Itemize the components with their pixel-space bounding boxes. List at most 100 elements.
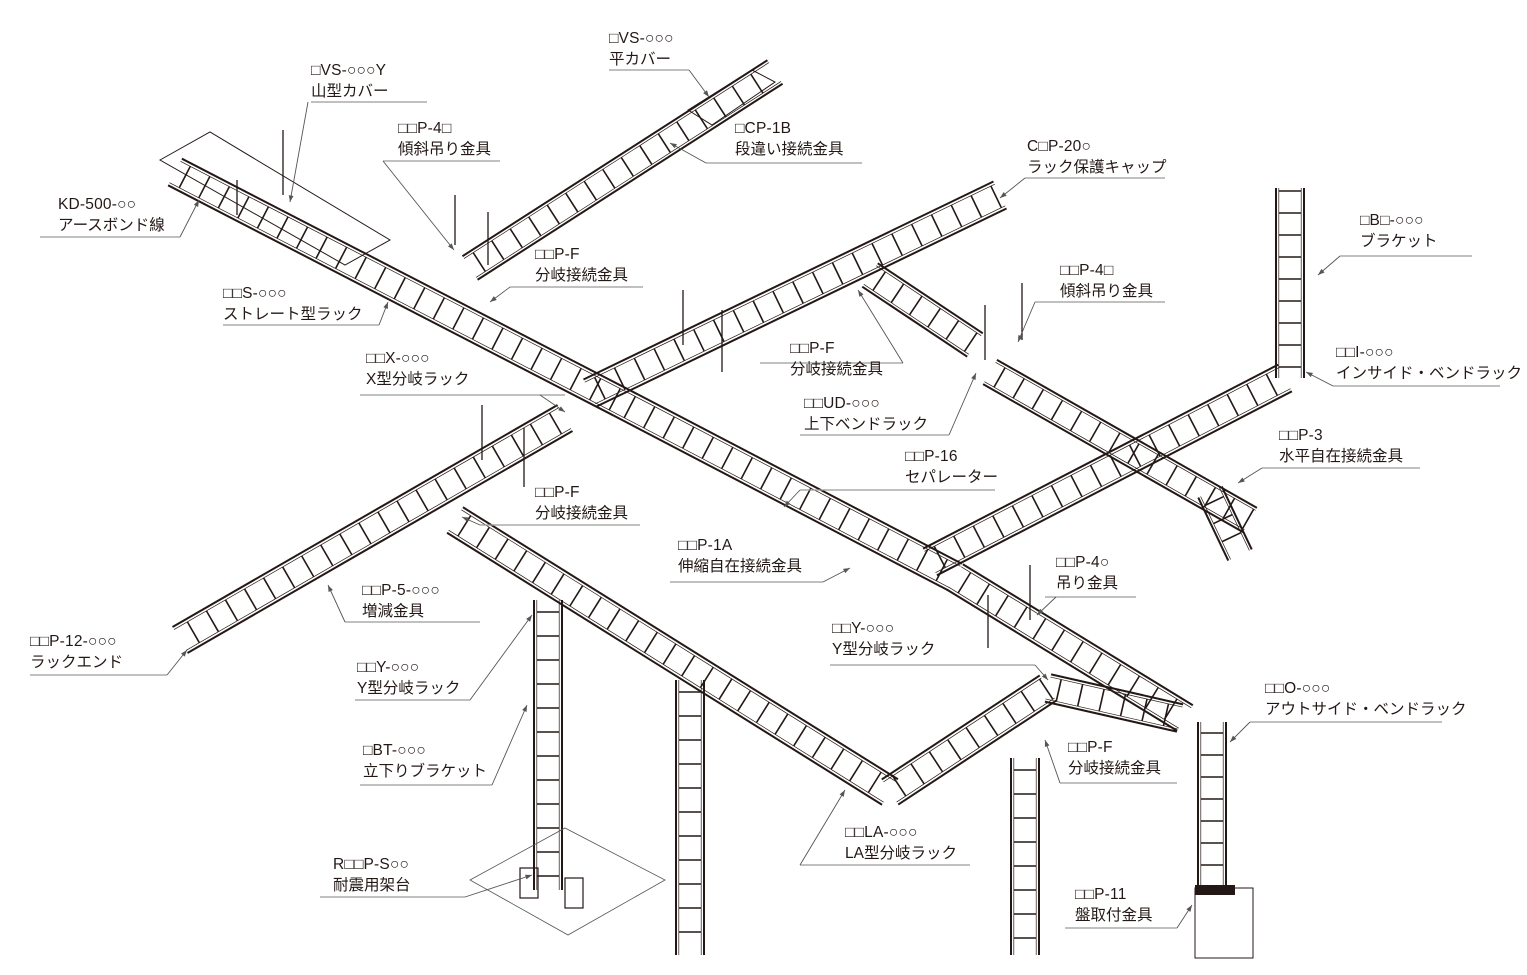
straight-cover — [158, 131, 391, 266]
rung — [1109, 454, 1122, 477]
base-foot-right — [564, 877, 584, 909]
rung — [737, 690, 752, 712]
rail-inner — [881, 674, 1041, 781]
rung — [676, 121, 690, 142]
part-code: □□Y-○○○ — [832, 620, 895, 637]
rung — [186, 621, 201, 644]
callout-label: □VS-○○○平カバー — [609, 28, 674, 70]
rung — [657, 133, 672, 153]
rung — [1055, 679, 1062, 702]
rung — [681, 655, 696, 677]
rung — [933, 545, 946, 568]
rung — [224, 599, 239, 622]
rung — [772, 290, 785, 314]
arrowhead-icon — [1018, 335, 1023, 342]
rung — [653, 348, 666, 371]
rung — [531, 561, 546, 584]
part-name: 伸縮自在接続金具 — [678, 558, 803, 575]
panel-box — [1194, 887, 1254, 959]
rung — [713, 97, 727, 118]
rung — [281, 566, 296, 589]
rung — [793, 725, 808, 747]
part-code: □□P-F — [1068, 739, 1113, 756]
rung — [178, 166, 191, 189]
part-code: □□UD-○○○ — [804, 395, 880, 412]
rung — [243, 588, 258, 611]
rung — [256, 206, 270, 229]
rung — [927, 307, 941, 328]
arrowhead-icon — [858, 290, 864, 297]
straight-rack-lower-left — [172, 404, 573, 654]
arrowhead-icon — [328, 585, 333, 592]
rail-inner-edge — [625, 391, 961, 567]
base-foot-left — [519, 867, 539, 899]
leader-line — [669, 142, 707, 164]
part-code: □□P-F — [535, 246, 580, 263]
rung — [320, 544, 334, 567]
rung — [1076, 684, 1084, 707]
part-name: ラック保護キャップ — [1027, 159, 1167, 176]
la-branch-rack — [881, 674, 1057, 806]
rung — [983, 715, 999, 736]
rung — [602, 168, 616, 189]
arrowhead-icon — [784, 500, 791, 507]
rung — [606, 608, 621, 630]
rung — [548, 412, 563, 435]
rail-outer — [982, 383, 1244, 534]
rail-inner — [583, 180, 994, 381]
rung — [623, 396, 637, 419]
part-code: □□P-F — [535, 484, 580, 501]
rail-outer — [1044, 700, 1178, 733]
callout-label: □BT-○○○立下りブラケット — [363, 740, 487, 782]
rung — [891, 775, 907, 797]
rung — [1070, 475, 1083, 498]
part-code: □□I-○○○ — [1336, 344, 1394, 361]
rung — [1128, 444, 1142, 467]
part-code: □VS-○○○ — [609, 30, 674, 47]
fixtures — [158, 69, 1254, 959]
rung — [608, 388, 621, 411]
rung — [633, 357, 646, 381]
rung — [583, 180, 598, 201]
rung — [662, 416, 676, 439]
arrowhead-icon — [181, 650, 187, 657]
vertical-rack-drop-1 — [533, 600, 563, 890]
part-name: セパレーター — [905, 469, 999, 486]
rung — [377, 511, 391, 534]
callout-label: □B□-○○○ブラケット — [1360, 210, 1438, 252]
part-code: □CP-1B — [735, 120, 792, 137]
callout-label: □□P-4○吊り金具 — [1056, 552, 1118, 594]
rail-inner — [1220, 485, 1253, 550]
straight-rack-upper — [583, 180, 1007, 408]
part-name: 傾斜吊り金具 — [398, 141, 492, 158]
rung — [965, 727, 980, 749]
rung — [413, 287, 426, 310]
arrowhead-icon — [288, 195, 294, 202]
part-name: アウトサイド・ベンドラック — [1265, 701, 1467, 718]
rung — [871, 243, 884, 266]
rung — [643, 631, 658, 654]
rung — [1213, 513, 1233, 525]
callout-label: □□S-○○○ストレート型ラック — [223, 283, 363, 325]
callout-label: □□P-12-○○○ラックエンド — [30, 631, 123, 673]
rung — [1206, 404, 1220, 427]
part-code: □□Y-○○○ — [357, 659, 420, 676]
rung — [750, 73, 764, 94]
rung — [472, 456, 486, 479]
rung — [569, 368, 582, 391]
rung — [910, 223, 923, 247]
arrowhead-icon — [670, 143, 677, 149]
horizontal-swivel-rack — [1197, 485, 1253, 562]
rung — [396, 500, 410, 523]
rung — [434, 478, 448, 501]
part-name: 耐震用架台 — [333, 877, 411, 894]
callout-label: □□P-4□傾斜吊り金具 — [1060, 260, 1153, 302]
rung — [550, 573, 565, 595]
rung — [1162, 703, 1170, 726]
arrowhead-icon — [1000, 192, 1007, 198]
rung — [1241, 508, 1255, 530]
rung — [945, 320, 960, 340]
arrowhead-icon — [703, 90, 709, 97]
